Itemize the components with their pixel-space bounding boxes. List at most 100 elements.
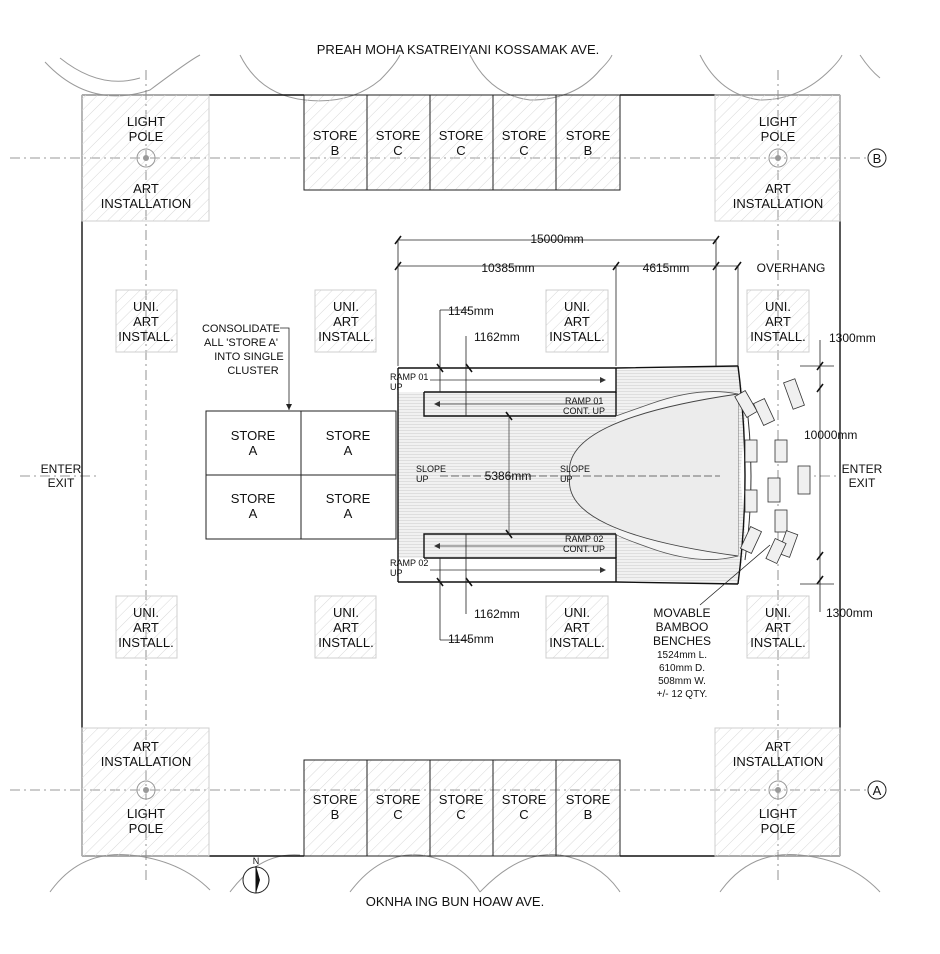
benches-spec-line: 610mm D. bbox=[659, 663, 705, 674]
ramp01-cont-label: CONT. UP bbox=[563, 406, 605, 416]
benches-spec-line: 508mm W. bbox=[658, 676, 706, 687]
ramp02-cont-label: CONT. UP bbox=[563, 544, 605, 554]
corner-bottom-left: ART INSTALLATION LIGHT POLE bbox=[81, 727, 210, 857]
entry-left: ENTER EXIT bbox=[41, 462, 82, 490]
uni-art-label: UNI. bbox=[333, 299, 359, 314]
light-pole-label: LIGHT bbox=[127, 114, 165, 129]
slope-up-label: SLOPE bbox=[416, 464, 446, 474]
uni-art-label: INSTALL. bbox=[318, 635, 373, 650]
store-label: STORE bbox=[313, 128, 358, 143]
light-pole-label: POLE bbox=[129, 821, 164, 836]
enter-exit-label: EXIT bbox=[849, 476, 876, 490]
store-a-label: STORE bbox=[326, 428, 371, 443]
store-label: C bbox=[456, 143, 465, 158]
benches-note: MOVABLE BAMBOO BENCHES 1524mm L. 610mm D… bbox=[653, 606, 711, 700]
store-a-label: A bbox=[249, 443, 258, 458]
consolidate-note-line: CLUSTER bbox=[227, 365, 278, 377]
store-label: C bbox=[393, 807, 402, 822]
store-label: STORE bbox=[313, 792, 358, 807]
light-pole-label: POLE bbox=[761, 821, 796, 836]
ramp02-cont-label: RAMP 02 bbox=[565, 534, 603, 544]
consolidate-note-line: INTO SINGLE bbox=[214, 351, 283, 363]
uni-art-label: INSTALL. bbox=[549, 329, 604, 344]
dim-offset-top: 1300mm bbox=[829, 331, 876, 345]
dim-ramp-gap-bottom: 1162mm bbox=[474, 607, 520, 621]
street-north-label: PREAH MOHA KSATREIYANI KOSSAMAK AVE. bbox=[317, 42, 599, 57]
store-label: B bbox=[331, 143, 340, 158]
dim-overall: 15000mm bbox=[530, 232, 583, 246]
art-installation-label: INSTALLATION bbox=[733, 754, 824, 769]
benches-spec-line: 1524mm L. bbox=[657, 650, 707, 661]
store-a-label: STORE bbox=[326, 491, 371, 506]
dim-offset-bottom: 1300mm bbox=[826, 606, 873, 620]
enter-exit-label: EXIT bbox=[48, 476, 75, 490]
store-label: STORE bbox=[439, 128, 484, 143]
art-installation-label: INSTALLATION bbox=[733, 196, 824, 211]
dim-seating-section: 4615mm bbox=[643, 261, 690, 275]
dim-ramp-width-bottom: 1145mm bbox=[448, 632, 494, 646]
uni-art-label: INSTALL. bbox=[750, 329, 805, 344]
uni-art-label: UNI. bbox=[564, 299, 590, 314]
north-arrow: N bbox=[242, 856, 270, 894]
dim-overhang: OVERHANG bbox=[757, 261, 826, 275]
uni-art-label: ART bbox=[333, 620, 359, 635]
store-label: STORE bbox=[376, 792, 421, 807]
ramp01-up-label: RAMP 01 bbox=[390, 372, 428, 382]
store-label: C bbox=[519, 143, 528, 158]
dim-depth: 10000mm bbox=[804, 428, 857, 442]
uni-art-label: ART bbox=[133, 620, 159, 635]
art-installation-label: INSTALLATION bbox=[101, 196, 192, 211]
store-a-cluster: STORE A STORE A STORE A STORE A bbox=[205, 410, 397, 540]
store-a-label: STORE bbox=[231, 428, 276, 443]
ramp01-cont-label: RAMP 01 bbox=[565, 396, 603, 406]
art-installation-label: ART bbox=[133, 181, 159, 196]
uni-art-label: UNI. bbox=[133, 605, 159, 620]
entry-right: ENTER EXIT bbox=[800, 462, 883, 490]
benches-note-line: BENCHES bbox=[653, 634, 711, 648]
uni-art-label: INSTALL. bbox=[750, 635, 805, 650]
store-label: STORE bbox=[566, 128, 611, 143]
store-label: C bbox=[456, 807, 465, 822]
uni-art-label: ART bbox=[765, 620, 791, 635]
ramp-structure bbox=[397, 363, 752, 587]
store-label: B bbox=[584, 143, 593, 158]
store-a-label: A bbox=[344, 506, 353, 521]
bamboo-benches bbox=[734, 378, 811, 565]
grid-marker-b-label: B bbox=[873, 151, 882, 166]
store-a-label: STORE bbox=[231, 491, 276, 506]
light-pole-label: LIGHT bbox=[127, 806, 165, 821]
consolidate-note-line: ALL 'STORE A' bbox=[204, 337, 278, 349]
store-label: B bbox=[331, 807, 340, 822]
art-installation-label: ART bbox=[765, 181, 791, 196]
slope-up-label: SLOPE bbox=[560, 464, 590, 474]
benches-note-line: BAMBOO bbox=[656, 620, 709, 634]
corner-top-left: LIGHT POLE ART INSTALLATION bbox=[81, 94, 210, 222]
uni-art-label: UNI. bbox=[765, 605, 791, 620]
art-installation-label: ART bbox=[765, 739, 791, 754]
uni-art-label: ART bbox=[765, 314, 791, 329]
grid-marker-b bbox=[867, 148, 887, 168]
dim-center-width: 5386mm bbox=[485, 469, 532, 483]
corner-bottom-right: ART INSTALLATION LIGHT POLE bbox=[714, 727, 841, 857]
corner-top-right: LIGHT POLE ART INSTALLATION bbox=[714, 94, 841, 222]
art-installation-label: INSTALLATION bbox=[101, 754, 192, 769]
ramp01-up-label: UP bbox=[390, 382, 403, 392]
store-label: B bbox=[584, 807, 593, 822]
uni-art-label: ART bbox=[564, 314, 590, 329]
art-installation-label: ART bbox=[133, 739, 159, 754]
light-pole-label: LIGHT bbox=[759, 806, 797, 821]
dim-ramp-width-top: 1145mm bbox=[448, 304, 494, 318]
grid-marker-a bbox=[867, 780, 887, 800]
store-label: STORE bbox=[376, 128, 421, 143]
benches-note-line: MOVABLE bbox=[653, 606, 710, 620]
enter-exit-label: ENTER bbox=[842, 462, 883, 476]
store-label: STORE bbox=[502, 792, 547, 807]
uni-art-label: UNI. bbox=[133, 299, 159, 314]
light-pole-label: POLE bbox=[761, 129, 796, 144]
uni-art-label: ART bbox=[333, 314, 359, 329]
grid-marker-a-label: A bbox=[873, 783, 882, 798]
ramp02-up-label: UP bbox=[390, 568, 403, 578]
enter-exit-label: ENTER bbox=[41, 462, 82, 476]
store-row-bottom: STORE B STORE C STORE C STORE C STORE B bbox=[303, 759, 621, 857]
